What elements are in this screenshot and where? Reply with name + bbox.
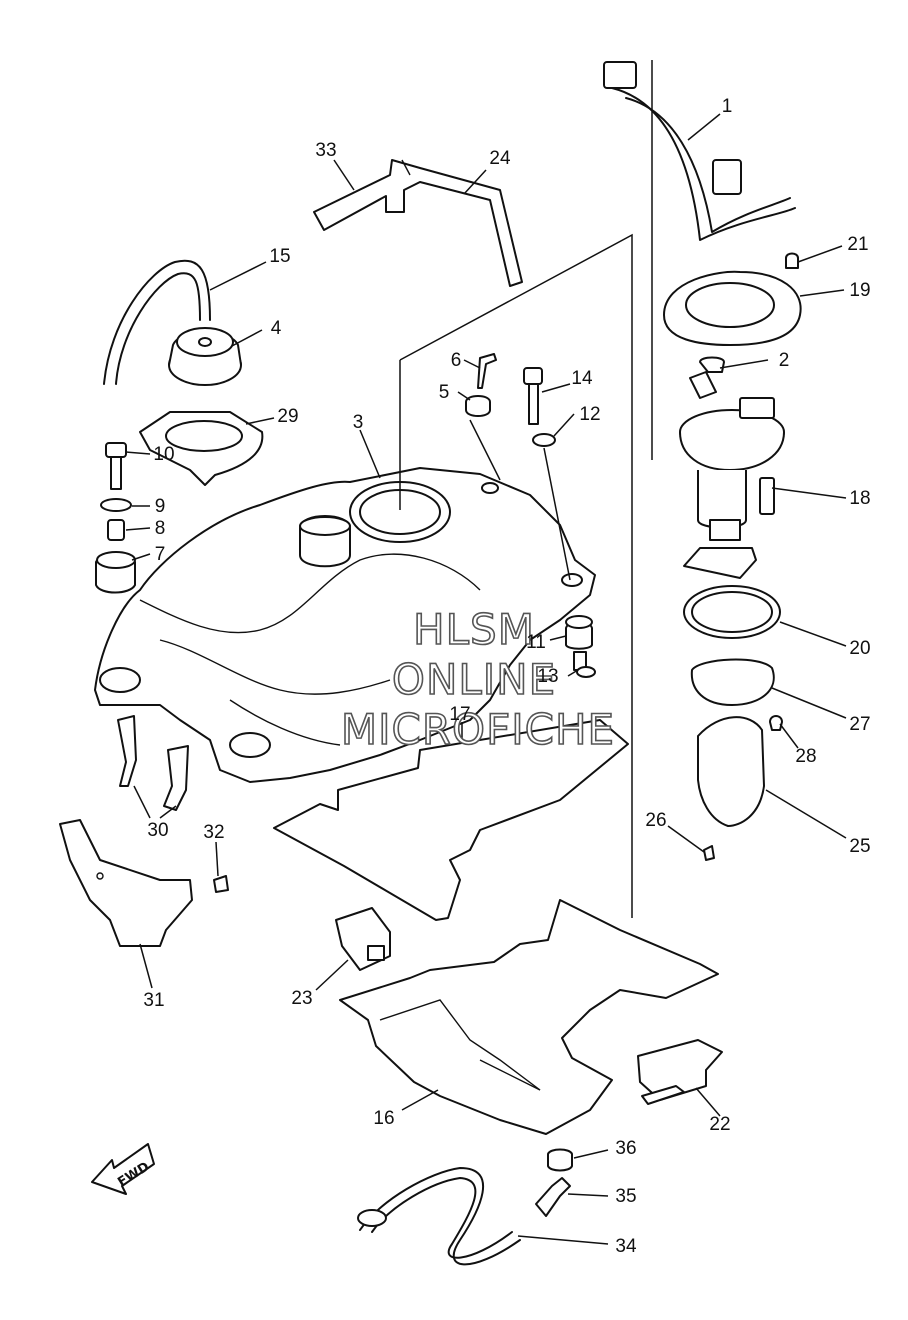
callout-23: 23 — [291, 988, 312, 1009]
watermark-line-2: ONLINE — [392, 655, 556, 704]
callout-16: 16 — [373, 1108, 394, 1129]
callout-4: 4 — [271, 318, 282, 339]
callout-3: 3 — [353, 412, 364, 433]
callout-32: 32 — [203, 822, 224, 843]
leader-lines — [125, 113, 847, 1245]
forward-direction-arrow: FWD — [91, 1143, 155, 1195]
callout-30: 30 — [147, 820, 168, 841]
callout-36: 36 — [615, 1138, 636, 1159]
callout-31: 31 — [143, 990, 164, 1011]
callout-21: 21 — [847, 234, 868, 255]
callout-9: 9 — [155, 496, 166, 517]
regulator-part-23 — [335, 907, 391, 971]
vent-tube-part-24-33 — [313, 159, 523, 287]
cap-seal-part-29 — [139, 411, 264, 486]
pump-cover-parts-19-21 — [663, 252, 802, 346]
breather-hose-part-15 — [103, 259, 211, 385]
callout-12: 12 — [579, 404, 600, 425]
callout-29: 29 — [277, 406, 298, 427]
fuel-pump-parts-2-18 — [679, 356, 785, 579]
callout-34: 34 — [615, 1236, 637, 1257]
callout-33: 33 — [315, 140, 336, 161]
callout-2: 2 — [779, 350, 790, 371]
callout-25: 25 — [849, 836, 870, 857]
callout-13: 13 — [537, 666, 558, 687]
callout-20: 20 — [849, 638, 870, 659]
callout-27: 27 — [849, 714, 870, 735]
watermark-line-3: MICROFICHE — [341, 705, 615, 754]
callout-19: 19 — [849, 280, 870, 301]
callout-6: 6 — [451, 350, 462, 371]
grommet-collar-parts-11-13 — [565, 615, 596, 678]
callout-22: 22 — [709, 1114, 730, 1135]
pump-rings-and-holder-parts-20-28 — [683, 585, 783, 861]
callout-14: 14 — [571, 368, 593, 389]
callout-18: 18 — [849, 488, 870, 509]
heat-mat-part-17 — [273, 719, 629, 921]
rubber-pads-part-30 — [117, 715, 189, 811]
callout-17: 17 — [449, 704, 470, 725]
drain-fittings-parts-34-36 — [357, 1148, 573, 1266]
callout-7: 7 — [155, 544, 166, 565]
callout-10: 10 — [153, 444, 174, 465]
fuel-cap-part-4 — [168, 327, 242, 386]
callout-28: 28 — [795, 746, 816, 767]
callout-1: 1 — [722, 96, 733, 117]
callout-5: 5 — [439, 382, 450, 403]
callout-24: 24 — [489, 148, 511, 169]
relay-part-22 — [637, 1039, 723, 1105]
callout-15: 15 — [269, 246, 290, 267]
callout-8: 8 — [155, 518, 166, 539]
bolt-stack-parts-7-10 — [95, 442, 136, 594]
side-shield-parts-31-32 — [59, 819, 229, 947]
watermark: HLSM ONLINE MICROFICHE — [340, 604, 615, 755]
assembly-boundary — [399, 233, 633, 918]
fuel-hose-part-1 — [603, 60, 796, 460]
callout-35: 35 — [615, 1186, 636, 1207]
watermark-line-1: HLSM — [413, 605, 535, 654]
lower-bracket-part-16 — [339, 899, 719, 1135]
callout-11: 11 — [526, 632, 546, 653]
fasteners-parts-5-6-12-14 — [465, 353, 571, 581]
fuel-tank-part-3 — [94, 467, 596, 783]
callout-labels: 1 2 3 4 5 6 7 8 9 10 11 12 13 14 15 16 1… — [143, 96, 870, 1257]
callout-26: 26 — [645, 810, 666, 831]
